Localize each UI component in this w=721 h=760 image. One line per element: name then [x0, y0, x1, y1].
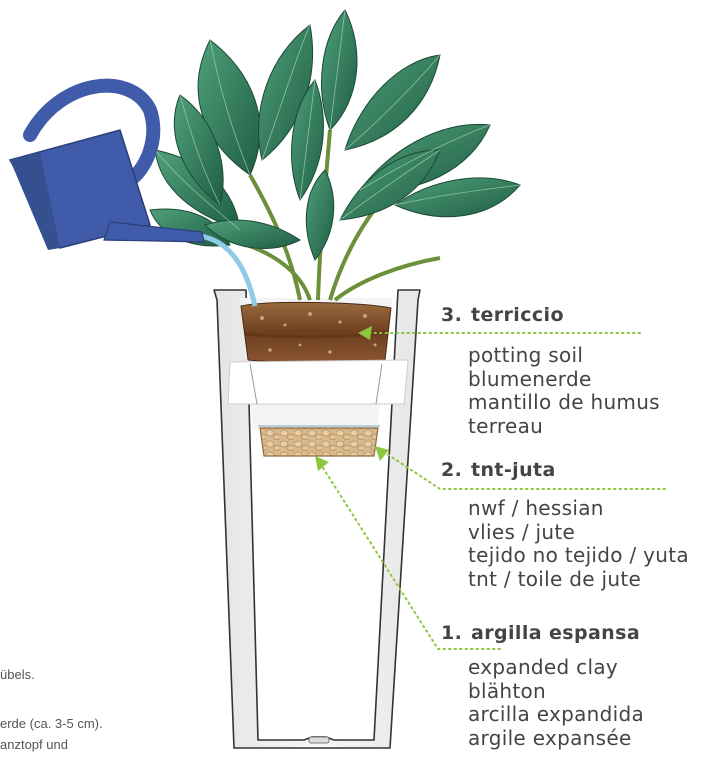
water-stream [199, 233, 258, 307]
leader-line-1 [317, 459, 501, 650]
leader-line-2 [377, 447, 666, 490]
layer-1-title: argilla espansa [471, 622, 641, 644]
cut-text-1: übels. [0, 667, 35, 682]
layer-3-translation-4: terreau [468, 413, 544, 438]
layer-3-title: terriccio [471, 304, 564, 326]
watering-can-icon [8, 78, 258, 307]
layer-2-translation-1: nwf / hessian [468, 496, 604, 520]
layer-1-translation-2: blähton [468, 678, 547, 703]
layer-2-number: 2. [441, 459, 463, 481]
layer-1-heading: 1. argilla espansa [441, 622, 640, 644]
layer-2-heading: 2. tnt-juta [441, 459, 556, 481]
layer-3-number: 3. [441, 304, 463, 326]
layer-3-translation-1: potting soil [468, 343, 584, 367]
layer-2-translation-4: tnt / toile de jute [468, 566, 642, 591]
layer-1-translation-3: arcilla expandida [468, 702, 645, 726]
layer-3-translation-2: blumenerde [468, 366, 592, 391]
layer-2-translation-2: vlies / jute [468, 519, 576, 544]
layer-3-heading: 3. terriccio [441, 304, 564, 326]
leader-lines [317, 332, 666, 650]
cut-text-2: erde (ca. 3-5 cm). [0, 716, 103, 731]
fabric-layer [227, 359, 409, 405]
drain-hole [308, 736, 330, 744]
plant-icon [149, 9, 521, 302]
cut-text-3: anztopf und [0, 737, 68, 752]
leader-arrows [315, 326, 389, 471]
layer-1-number: 1. [441, 622, 463, 644]
layer-2-translation-3: tejido no tejido / yuta [468, 543, 689, 567]
clay-layer [258, 425, 380, 457]
layer-2-title: tnt-juta [471, 459, 556, 481]
layer-1-translation-4: argile expansée [468, 725, 632, 750]
layer-1-translation-1: expanded clay [468, 655, 619, 679]
layer-3-translation-3: mantillo de humus [468, 390, 660, 414]
